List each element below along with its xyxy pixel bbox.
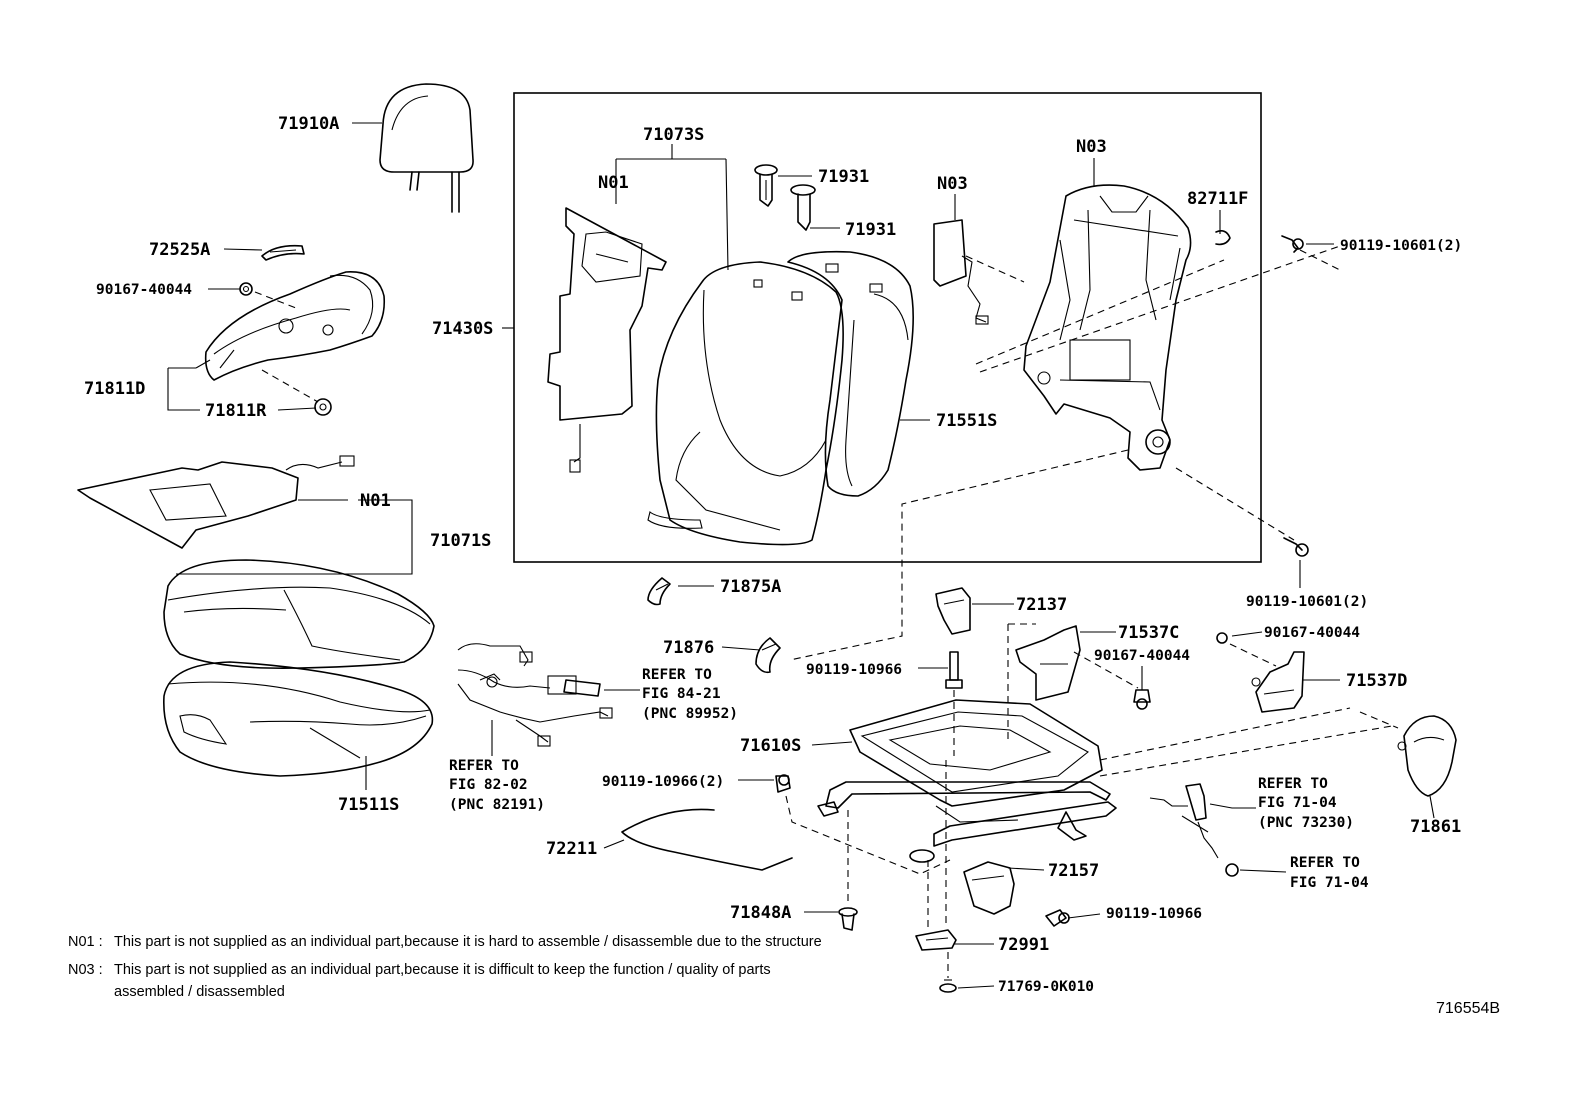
label-71876: 71876 <box>663 638 714 658</box>
refer-71-04-bolt-line2: FIG 71-04 <box>1290 875 1369 891</box>
clip-71875A-shape <box>647 577 671 606</box>
bolt-90119-10966-2-shape <box>775 774 951 875</box>
label-71551S: 71551S <box>936 411 997 431</box>
note-n01-text: This part is not supplied as an individu… <box>114 934 822 950</box>
screw-90167-right-shape <box>1216 632 1277 667</box>
cushion-heater-shape <box>77 455 355 549</box>
part-labels: 71910A 72525A 90167-40044 71811D 71811R … <box>84 114 1462 995</box>
label-90167-40044-left: 90167-40044 <box>96 282 192 298</box>
cover-72157-shape <box>963 861 1015 915</box>
label-71769-0K010: 71769-0K010 <box>998 979 1094 995</box>
refer-labels: REFER TO FIG 84-21 (PNC 89952) REFER TO … <box>449 667 1369 891</box>
side-airbag-shape <box>933 219 1025 325</box>
label-90167-40044-middle: 90167-40044 <box>1094 648 1190 664</box>
cover-71537C-shape <box>1015 625 1081 701</box>
label-N03-frame: N03 <box>1076 137 1107 157</box>
note-n01: N01 : This part is not supplied as an in… <box>68 931 828 953</box>
label-90119-10966-b: 90119-10966 <box>1106 906 1202 922</box>
label-72137: 72137 <box>1016 595 1067 615</box>
label-N01-cushion: N01 <box>360 491 391 511</box>
label-N01-seatback: N01 <box>598 173 629 193</box>
headrest-shape <box>379 83 474 213</box>
label-72211: 72211 <box>546 839 597 859</box>
label-71875A: 71875A <box>720 577 781 597</box>
label-71848A: 71848A <box>730 903 791 923</box>
bolt-90119-10601-bottom-shape <box>1175 467 1309 557</box>
cover-71537D-shape <box>1251 651 1305 713</box>
refer-84-21-line2: FIG 84-21 <box>642 686 721 702</box>
leader-lines <box>167 122 1435 989</box>
clip-71931-upper-shape <box>754 164 778 207</box>
refer-71-04-belt-line1: REFER TO <box>1258 776 1328 792</box>
knob-71811R-shape <box>314 398 332 416</box>
clip-71848A-shape <box>838 810 858 931</box>
seatback-heater-shape <box>547 207 667 473</box>
note-n03: N03 : This part is not supplied as an in… <box>68 959 828 1003</box>
note-n03-text: This part is not supplied as an individu… <box>114 962 771 1000</box>
label-71811D: 71811D <box>84 379 145 399</box>
seat-belt-buckle-shape <box>1149 783 1239 877</box>
seat-track-shape <box>817 623 1399 863</box>
nut-71769-shape <box>939 979 957 993</box>
footnotes: N01 : This part is not supplied as an in… <box>68 931 828 1009</box>
label-71811R: 71811R <box>205 401 267 421</box>
label-N03-airbag: N03 <box>937 174 968 194</box>
harness-84-21-shape <box>457 643 613 747</box>
cover-71861-shape <box>1397 715 1457 797</box>
label-71430S: 71430S <box>432 319 493 339</box>
clip-72525A-shape <box>261 244 305 261</box>
seatback-frame-shape <box>975 184 1341 471</box>
label-90119-10601-top: 90119-10601(2) <box>1340 238 1462 254</box>
bolt-90119-10601-top-shape <box>1281 235 1341 271</box>
seatback-group-box <box>513 92 1262 563</box>
label-71537C: 71537C <box>1118 623 1179 643</box>
seat-cushion-pad-shape <box>163 661 434 777</box>
clip-82711F-shape <box>1215 230 1231 246</box>
side-cover-shape <box>204 271 386 403</box>
refer-82-02-line3: (PNC 82191) <box>449 797 545 813</box>
label-72991: 72991 <box>998 935 1049 955</box>
label-72525A: 72525A <box>149 240 210 260</box>
wire-72211-shape <box>621 808 793 871</box>
label-71071S: 71071S <box>430 531 491 551</box>
clip-71931-lower-shape <box>790 184 816 231</box>
figure-number: 716554B <box>1436 1000 1501 1017</box>
label-90119-10601-bottom: 90119-10601(2) <box>1246 594 1368 610</box>
label-90119-10966-a: 90119-10966 <box>806 662 902 678</box>
refer-84-21-line1: REFER TO <box>642 667 712 683</box>
label-71910A: 71910A <box>278 114 339 134</box>
screw-90167-middle-shape <box>1073 651 1151 710</box>
refer-71-04-bolt-line1: REFER TO <box>1290 855 1360 871</box>
refer-82-02-line2: FIG 82-02 <box>449 777 528 793</box>
label-71537D: 71537D <box>1346 671 1407 691</box>
note-n01-code: N01 : <box>68 934 103 950</box>
bolt-90119-10966-a-shape <box>945 651 963 756</box>
refer-71-04-belt-line2: FIG 71-04 <box>1258 795 1337 811</box>
label-72157: 72157 <box>1048 861 1099 881</box>
refer-82-02-line1: REFER TO <box>449 758 519 774</box>
label-71610S: 71610S <box>740 736 801 756</box>
seatback-pad-shape <box>787 250 914 497</box>
cover-72137-shape <box>935 587 971 635</box>
label-71931-lower: 71931 <box>845 220 896 240</box>
label-90167-40044-right: 90167-40044 <box>1264 625 1360 641</box>
label-71861: 71861 <box>1410 817 1461 837</box>
bolt-90119-10966-b-shape <box>1045 909 1070 927</box>
clip-71876-shape <box>755 637 781 674</box>
note-n03-code: N03 : <box>68 962 103 978</box>
label-90119-10966-2: 90119-10966(2) <box>602 774 724 790</box>
label-82711F: 82711F <box>1187 189 1248 209</box>
refer-84-21-line3: (PNC 89952) <box>642 706 738 722</box>
refer-71-04-belt-line3: (PNC 73230) <box>1258 815 1354 831</box>
label-71073S: 71073S <box>643 125 704 145</box>
label-71931-upper: 71931 <box>818 167 869 187</box>
cushion-cover-shape <box>163 559 435 670</box>
label-71511S: 71511S <box>338 795 399 815</box>
seatback-cover-front-shape <box>647 261 844 546</box>
